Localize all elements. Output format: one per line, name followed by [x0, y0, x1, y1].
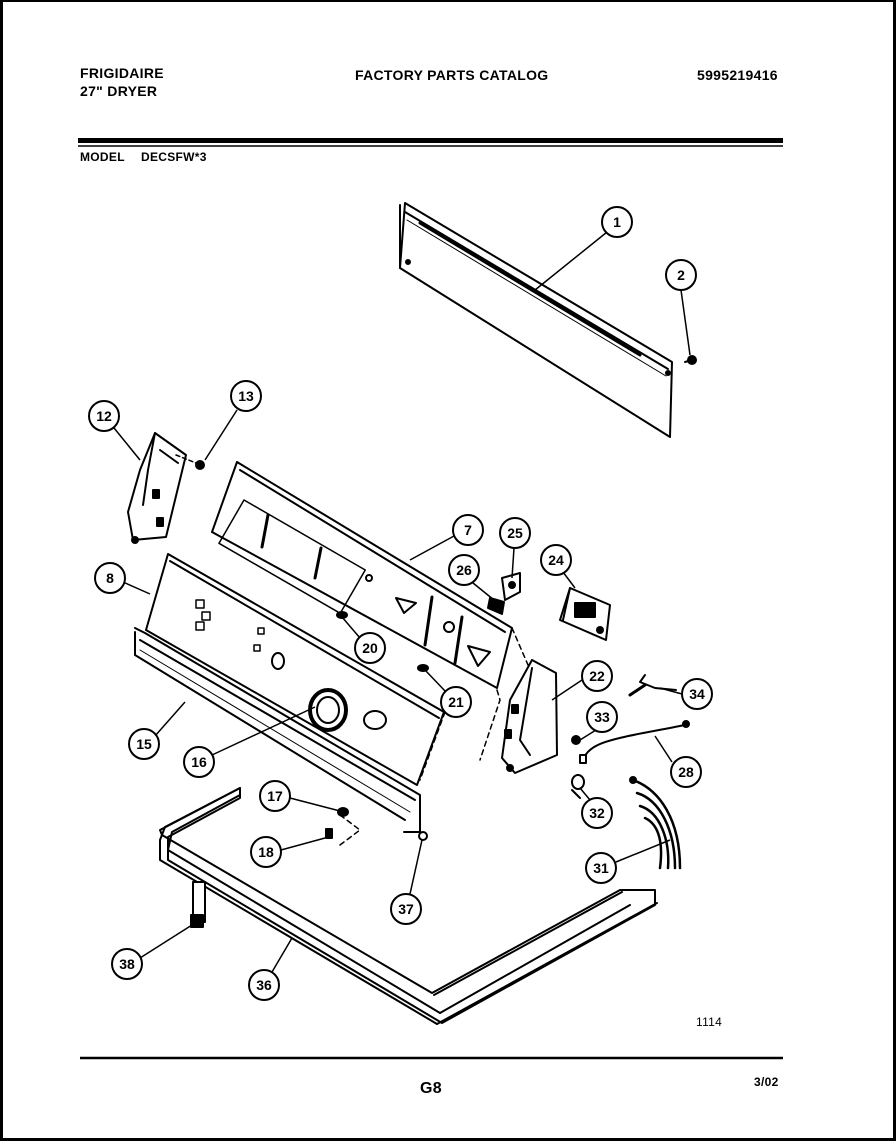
screw-part-13: [195, 460, 205, 470]
callout-label: 7: [464, 522, 472, 538]
callout-12: 12: [88, 400, 141, 461]
hinge-part-38: [190, 881, 206, 928]
callout-label: 16: [191, 754, 207, 770]
callout-label: 26: [456, 562, 472, 578]
callout-label: 17: [267, 788, 283, 804]
callout-label: 38: [119, 956, 135, 972]
callout-20: 20: [341, 616, 386, 664]
switch-part-25: [501, 572, 521, 601]
screw-part-18: [325, 828, 333, 839]
timer-part-24: [559, 587, 611, 641]
scan-border-right: [893, 0, 896, 1141]
revision-date: 3/02: [754, 1075, 779, 1089]
top-cover-part: [159, 787, 658, 1025]
top-panel-part: [399, 202, 673, 438]
model-value: DECSFW*3: [141, 150, 207, 164]
callout-33: 33: [579, 701, 618, 741]
callout-label: 33: [594, 709, 610, 725]
callout-34: 34: [659, 678, 713, 710]
callout-label: 24: [548, 552, 564, 568]
callout-label: 12: [96, 408, 112, 424]
clip-part-26: [487, 597, 505, 615]
catalog-title: FACTORY PARTS CATALOG: [355, 67, 549, 83]
callout-7: 7: [409, 514, 484, 561]
catalog-number: 5995219416: [697, 67, 778, 83]
callout-18: 18: [250, 836, 326, 868]
scan-border-top: [0, 0, 896, 2]
callout-38: 38: [111, 924, 193, 980]
callout-label: 2: [677, 267, 685, 283]
callout-28: 28: [654, 735, 702, 788]
left-end-cap-part: [127, 432, 197, 544]
clip-part-32: [571, 774, 585, 799]
callout-37: 37: [390, 839, 423, 925]
knob-part-16: [308, 688, 348, 732]
callout-13: 13: [204, 380, 262, 461]
callout-label: 28: [678, 764, 694, 780]
callout-1: 1: [534, 206, 633, 291]
callout-label: 21: [448, 694, 464, 710]
callout-label: 36: [256, 977, 272, 993]
assembly-guide-lines: [339, 627, 529, 846]
console-base-part: [134, 627, 421, 833]
model-label: MODEL: [80, 150, 125, 164]
callout-label: 15: [136, 736, 152, 752]
callout-label: 13: [238, 388, 254, 404]
bracket-part-34: [628, 674, 677, 697]
page-code: G8: [420, 1080, 442, 1097]
scan-border-left: [0, 0, 3, 1141]
callout-label: 32: [589, 805, 605, 821]
callout-label: 25: [507, 525, 523, 541]
callout-16: 16: [183, 706, 316, 778]
callout-label: 18: [258, 844, 274, 860]
callout-label: 31: [593, 860, 609, 876]
scan-border-bottom: [0, 1138, 896, 1141]
callout-25: 25: [499, 517, 531, 579]
control-panel-overlay-part: [211, 461, 513, 689]
callout-label: 8: [106, 570, 114, 586]
callout-15: 15: [128, 701, 186, 760]
screw-part-37: [418, 831, 428, 841]
callout-21: 21: [424, 669, 472, 718]
callout-17: 17: [259, 780, 341, 812]
figure-number: 1114: [696, 1015, 723, 1029]
callout-26: 26: [448, 554, 495, 601]
wire-harness-part-31: [629, 776, 682, 870]
callout-label: 22: [589, 668, 605, 684]
callouts: 1 2 7 8 12: [88, 206, 713, 1001]
callout-31: 31: [585, 839, 671, 884]
right-end-cap-part: [501, 659, 558, 774]
screw-part-17: [337, 807, 349, 817]
callout-8: 8: [94, 562, 151, 595]
screw-part-33: [571, 735, 581, 745]
callout-label: 37: [398, 901, 414, 917]
callout-label: 20: [362, 640, 378, 656]
control-console-part: [145, 553, 445, 786]
screw-part-2: [684, 355, 697, 365]
callout-2: 2: [665, 259, 697, 356]
wire-harness-part-28: [579, 720, 690, 764]
callout-22: 22: [551, 660, 613, 701]
callout-label: 1: [613, 214, 621, 230]
callout-label: 34: [689, 686, 705, 702]
callout-36: 36: [248, 937, 293, 1001]
knob-part-21: [417, 664, 429, 672]
callout-24: 24: [540, 544, 576, 589]
header-rule: [78, 138, 783, 143]
callout-32: 32: [579, 787, 613, 829]
brand-name: FRIGIDAIRE: [80, 65, 164, 81]
product-name: 27" DRYER: [80, 83, 158, 99]
